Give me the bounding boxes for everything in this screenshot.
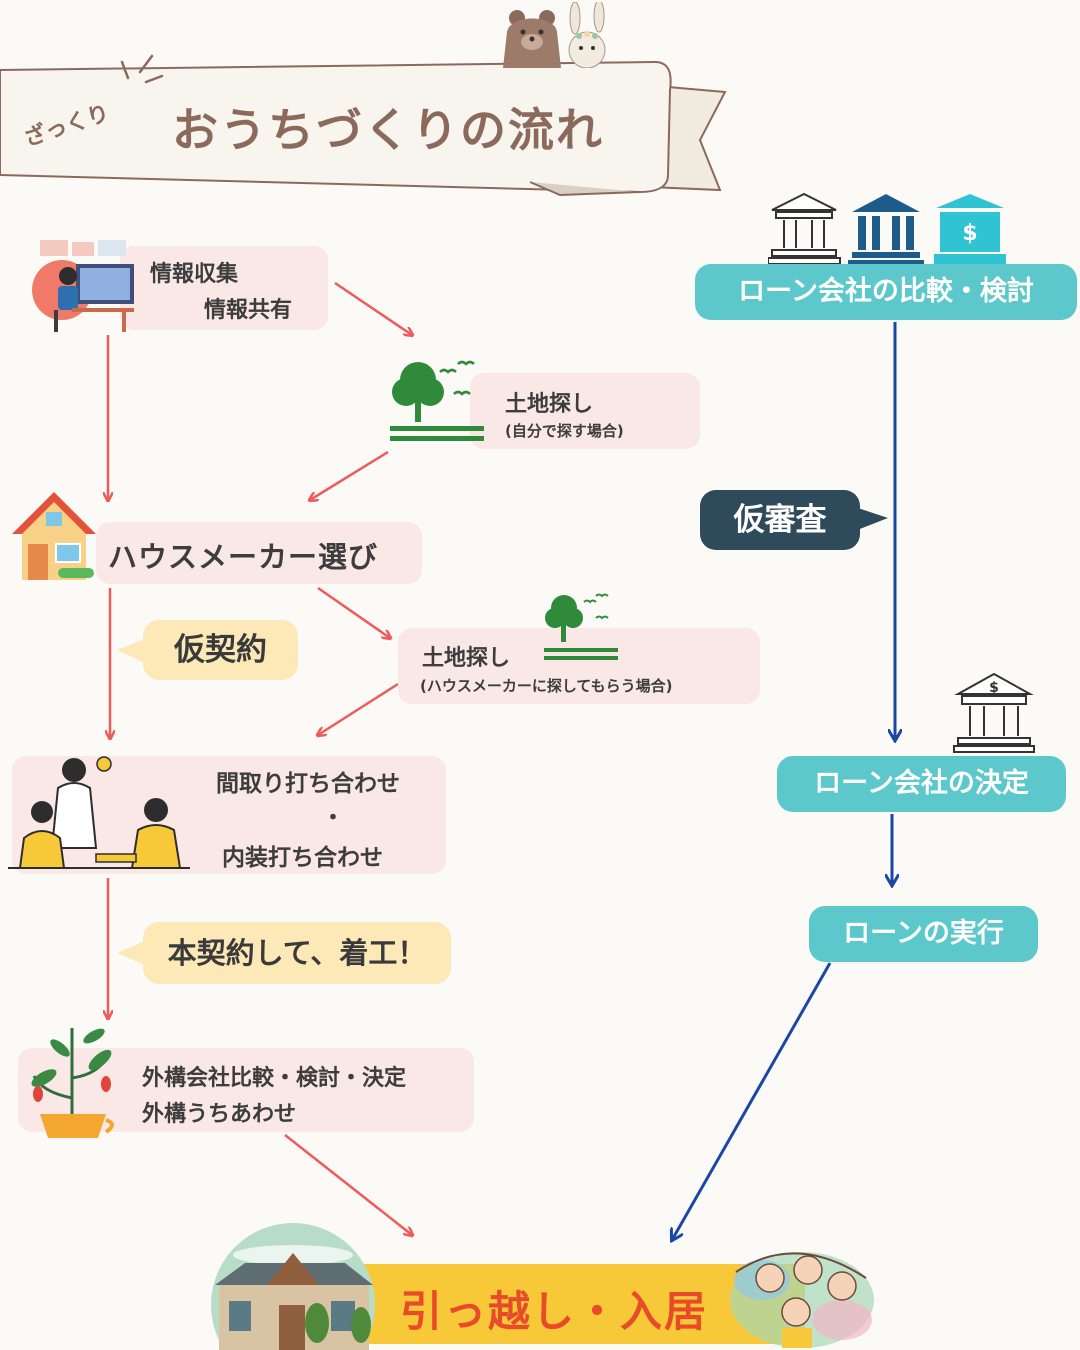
meeting-dot: ・ (322, 806, 345, 831)
bank-icon: $ (953, 672, 1035, 753)
arrow-maker-to-land2 (317, 586, 390, 638)
rabbit-icon (568, 2, 606, 68)
bank-icon (848, 194, 924, 266)
info-box (120, 246, 328, 330)
callout-pointer (117, 638, 147, 664)
arrow-exterior-to-final (284, 1134, 412, 1235)
loan-execute-box: ローンの実行 (809, 906, 1038, 962)
svg-text:$: $ (962, 221, 977, 246)
bank-icon-group: $ (768, 192, 1006, 266)
arrow-land-to-maker (310, 450, 389, 500)
main-contract-callout: 本契約して、着工！ (143, 922, 451, 984)
sparkle-icon (120, 54, 164, 84)
info-line1: 情報収集 (150, 262, 239, 287)
arrow-execute-to-final (672, 962, 832, 1240)
callout-pointer (117, 940, 147, 966)
exterior-line2: 外構うちあわせ (142, 1102, 297, 1127)
bank-icon: $ (934, 194, 1006, 264)
land-self-title: 土地探し (505, 392, 594, 417)
loan-compare-box: ローン会社の比較・検討 (695, 264, 1077, 320)
exterior-line1: 外構会社比較・検討・決定 (142, 1066, 407, 1091)
land-self-box (470, 373, 700, 449)
meeting-line2: 内装打ち合わせ (222, 845, 383, 871)
loan-decide-box: ローン会社の決定 (777, 756, 1066, 812)
tree-icon (544, 593, 618, 660)
land-maker-title: 土地探し (422, 646, 511, 671)
new-house-icon (211, 1223, 375, 1350)
women-meeting-icon (8, 756, 190, 869)
final-banner (325, 1264, 805, 1344)
arrow-land2-to-meeting (318, 682, 399, 735)
provisional-contract-callout: 仮契約 (143, 620, 298, 680)
callout-pointer (852, 506, 888, 532)
land-maker-note: (ハウスメーカーに探してもらう場合) (420, 677, 673, 695)
final-label: 引っ越し・入居 (400, 1287, 709, 1336)
animal-mascots (503, 2, 606, 68)
house-icon (12, 492, 96, 580)
title-ribbon (0, 54, 727, 197)
info-line2: 情報共有 (204, 298, 293, 323)
family-icon (730, 1252, 874, 1348)
computer-worker-icon (32, 240, 134, 332)
meeting-line1: 間取り打ち合わせ (216, 771, 400, 797)
bank-icon (768, 192, 841, 265)
svg-text:$: $ (989, 680, 999, 696)
land-maker-box (398, 628, 760, 704)
pre-screening-callout: 仮審査 (700, 490, 860, 550)
bear-icon (503, 10, 561, 68)
house-maker-box (96, 522, 422, 584)
house-maker-label: ハウスメーカー選び (108, 540, 379, 574)
plant-pot-icon (31, 1028, 114, 1138)
tree-icon (390, 360, 484, 441)
land-self-note: (自分で探す場合) (505, 422, 624, 440)
arrow-info-to-land (334, 281, 412, 335)
page-title: おうちづくりの流れ (172, 103, 604, 157)
